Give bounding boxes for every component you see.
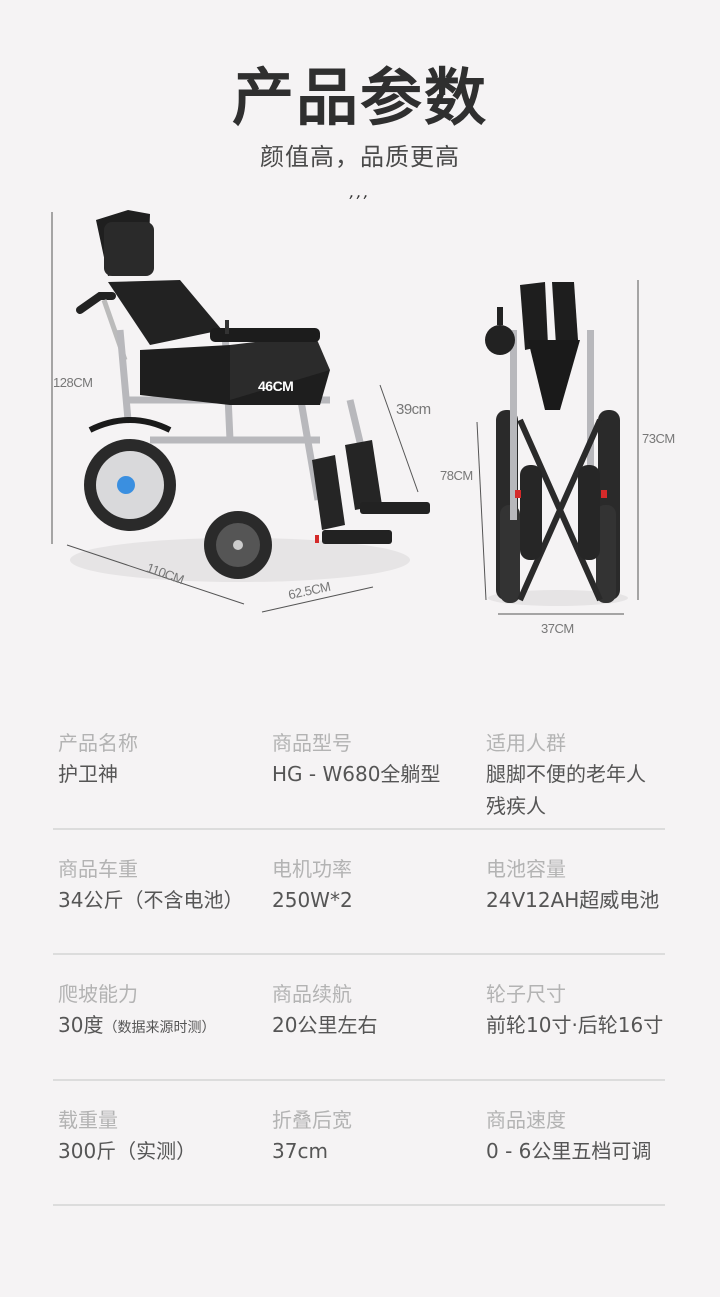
leg-rest-dimension-label: 39cm [396, 401, 431, 418]
spec-table: 产品名称 护卫神 商品型号 HG - W680全躺型 适用人群 腿脚不便的老年人… [53, 720, 665, 1206]
spec-value: 24V12AH超威电池 [486, 888, 660, 912]
spec-row: 爬坡能力 30度（数据来源时测） 商品续航 20公里左右 轮子尺寸 前轮10寸·… [53, 955, 665, 1081]
spec-label: 适用人群 [486, 731, 566, 755]
folded-wheelchair-icon [485, 282, 628, 606]
spec-value: 34公斤（不含电池） [58, 888, 244, 912]
spec-cell-target-users: 适用人群 腿脚不便的老年人 残疾人 [486, 728, 676, 822]
spec-value: 护卫神 [58, 762, 118, 786]
spec-cell-battery: 电池容量 24V12AH超威电池 [486, 854, 676, 916]
spec-label: 电池容量 [486, 857, 566, 881]
spec-row: 产品名称 护卫神 商品型号 HG - W680全躺型 适用人群 腿脚不便的老年人… [53, 720, 665, 830]
spec-label: 轮子尺寸 [486, 982, 566, 1006]
spec-label: 商品速度 [486, 1108, 566, 1132]
wheelchair-illustration [51, 210, 639, 615]
spec-cell-product-name: 产品名称 护卫神 [58, 728, 268, 790]
spec-row: 载重量 300斤（实测） 折叠后宽 37cm 商品速度 0 - 6公里五档可调 [53, 1081, 665, 1206]
seat-width-dimension-label: 46CM [258, 378, 294, 394]
spec-label: 电机功率 [272, 857, 352, 881]
spec-cell-weight: 商品车重 34公斤（不含电池） [58, 854, 268, 916]
height-dimension-label: 128CM [53, 375, 93, 390]
spec-value: 300斤（实测） [58, 1139, 197, 1163]
spec-cell-model: 商品型号 HG - W680全躺型 [272, 728, 482, 790]
spec-row: 商品车重 34公斤（不含电池） 电机功率 250W*2 电池容量 24V12AH… [53, 830, 665, 955]
folded-width-dimension-label: 37CM [541, 621, 574, 636]
folded-total-height-dimension-label: 73CM [642, 431, 675, 446]
spec-cell-climbing: 爬坡能力 30度（数据来源时测） [58, 979, 268, 1044]
spec-label: 爬坡能力 [58, 982, 138, 1006]
spec-value: 20公里左右 [272, 1013, 378, 1037]
decorative-ticks: ,,, [349, 182, 371, 201]
spec-cell-load: 载重量 300斤（实测） [58, 1105, 268, 1167]
spec-value: HG - W680全躺型 [272, 762, 441, 786]
spec-value: 250W*2 [272, 888, 353, 912]
spec-value: 腿脚不便的老年人 [486, 762, 646, 786]
product-dimension-figure: 128CM 46CM 39cm 110CM 62.5CM 78CM 73CM 3… [0, 200, 720, 650]
spec-value: 0 - 6公里五档可调 [486, 1139, 652, 1163]
spec-value: 37cm [272, 1139, 328, 1163]
spec-label: 商品车重 [58, 857, 138, 881]
spec-label: 商品续航 [272, 982, 352, 1006]
spec-label: 产品名称 [58, 731, 138, 755]
folded-height-dimension-label: 78CM [440, 468, 473, 483]
page-title: 产品参数 [231, 61, 488, 134]
spec-value: 30度（数据来源时测） [58, 1009, 268, 1044]
spec-label: 载重量 [58, 1108, 118, 1132]
spec-cell-range: 商品续航 20公里左右 [272, 979, 482, 1041]
unfolded-wheelchair-icon [70, 210, 430, 582]
page-subtitle: 颜值高，品质更高 [260, 143, 460, 171]
spec-value: 前轮10寸·后轮16寸 [486, 1013, 664, 1037]
spec-cell-folded-width: 折叠后宽 37cm [272, 1105, 482, 1167]
spec-value-note: （数据来源时测） [103, 1020, 216, 1036]
spec-cell-wheel-size: 轮子尺寸 前轮10寸·后轮16寸 [486, 979, 676, 1041]
spec-cell-motor-power: 电机功率 250W*2 [272, 854, 482, 916]
spec-cell-speed: 商品速度 0 - 6公里五档可调 [486, 1105, 676, 1167]
spec-label: 商品型号 [272, 731, 352, 755]
spec-value-line2: 残疾人 [486, 794, 546, 818]
spec-value-main: 30度 [58, 1013, 104, 1037]
spec-label: 折叠后宽 [272, 1108, 352, 1132]
